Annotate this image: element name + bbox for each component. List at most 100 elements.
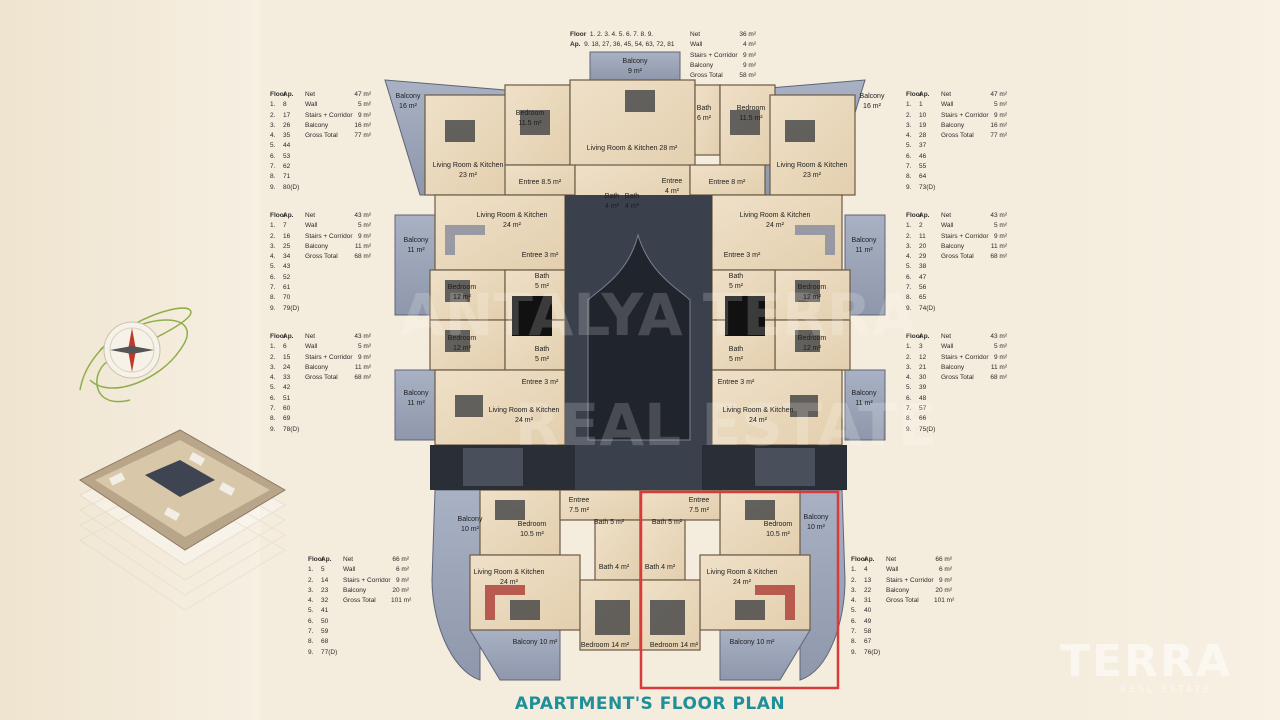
floor-number: 4. <box>906 253 912 261</box>
floor-header: Floor <box>851 556 868 563</box>
area-value: 5 m² <box>358 343 371 351</box>
room-entree-bl-area: 7.5 m² <box>569 507 590 514</box>
floor-number: 6. <box>270 394 276 402</box>
watermark-line-2: REAL ESTATE <box>515 391 937 459</box>
plan-title: APARTMENT'S FLOOR PLAN <box>514 694 786 714</box>
room-balcony-top: Balcony <box>623 58 648 65</box>
apartment-number: 78(D) <box>283 425 300 433</box>
ap-header: Ap. <box>864 556 875 563</box>
floor-number: 6. <box>270 273 276 281</box>
floor-header: Floor <box>270 91 287 98</box>
area-label: Wall <box>886 566 899 574</box>
area-label: Net <box>343 556 354 563</box>
floor-number: 1. <box>270 222 276 230</box>
area-value: 9 m² <box>743 61 756 69</box>
apartment-number: 71 <box>283 173 291 181</box>
area-label: Wall <box>941 222 954 230</box>
apartment-number: 1 <box>919 101 923 109</box>
room-bath-mr1: Bath <box>729 273 744 280</box>
floor-number: 1. <box>906 343 912 351</box>
floor-number: 4. <box>906 132 912 140</box>
area-value: 9 m² <box>396 576 409 584</box>
apartment-number: 12 <box>919 353 927 361</box>
room-living-tl-area: 23 m² <box>459 172 478 179</box>
apartment-number: 70 <box>283 294 291 302</box>
floor-number: 9. <box>270 425 276 433</box>
room-bath-top-l-area: 4 m² <box>605 203 620 210</box>
apartment-number: 25 <box>283 242 291 250</box>
area-label: Stairs + Corridor <box>690 51 738 59</box>
floor-number: 1. <box>906 222 912 230</box>
apartment-number: 47 <box>919 273 927 281</box>
floor-number: 9. <box>851 648 857 656</box>
room-living-tr-area: 23 m² <box>803 172 822 179</box>
floor-header: Floor <box>270 333 287 340</box>
floor-number: 4. <box>270 253 276 261</box>
area-value: 68 m² <box>354 374 371 382</box>
floor-number: 3. <box>308 586 314 594</box>
area-value: 9 m² <box>994 232 1007 240</box>
area-value: 36 m² <box>739 31 756 38</box>
room-bedroom-br: Bedroom <box>764 521 793 528</box>
floor-number: 7. <box>308 628 314 636</box>
area-value: 9 m² <box>358 353 371 361</box>
area-value: 43 m² <box>354 212 371 219</box>
apartment-number: 53 <box>283 152 291 160</box>
apartment-number: 13 <box>864 576 872 584</box>
apartment-number: 42 <box>283 384 291 392</box>
apartment-number: 64 <box>919 173 927 181</box>
area-value: 5 m² <box>994 101 1007 109</box>
area-value: 47 m² <box>990 91 1007 98</box>
floor-number: 8. <box>906 415 912 423</box>
apartment-number: 80(D) <box>283 183 300 191</box>
apartment-number: 5 <box>321 566 325 574</box>
floor-number: 9. <box>906 183 912 191</box>
floor-number: 1. <box>270 343 276 351</box>
floor-number: 6. <box>906 152 912 160</box>
area-label: Stairs + Corridor <box>941 353 989 361</box>
area-label: Balcony <box>305 242 329 250</box>
floor-number: 7. <box>851 628 857 636</box>
floor-number: 9. <box>270 304 276 312</box>
room-living-ml1-area: 24 m² <box>503 222 522 229</box>
ap-header: Ap. <box>321 556 332 563</box>
area-label: Stairs + Corridor <box>343 576 391 584</box>
room-living-ml1: Living Room & Kitchen <box>477 212 548 219</box>
area-label: Net <box>941 91 952 98</box>
area-value: 66 m² <box>935 556 952 563</box>
floor-number: 7. <box>270 284 276 292</box>
building-shell <box>384 51 886 681</box>
area-label: Wall <box>305 101 318 109</box>
area-value: 68 m² <box>990 253 1007 261</box>
room-living-bl: Living Room & Kitchen <box>474 569 545 576</box>
room-balcony-bl2: Balcony 10 m² <box>513 639 558 646</box>
apartment-number: 66 <box>919 415 927 423</box>
room-balcony-mr2-area: 11 m² <box>855 400 873 407</box>
area-label: Gross Total <box>941 253 974 261</box>
room-living-mr2-area: 24 m² <box>749 417 768 424</box>
apartment-number: 37 <box>919 142 927 150</box>
floor-number: 6. <box>906 394 912 402</box>
floor-number: 3. <box>270 242 276 250</box>
apartment-number: 21 <box>919 363 927 371</box>
area-label: Net <box>941 212 952 219</box>
room-bath-bl1: Bath 5 m² <box>594 519 625 526</box>
apartment-number: 50 <box>321 617 329 625</box>
floor-number: 4. <box>851 597 857 605</box>
area-label: Wall <box>941 101 954 109</box>
area-label: Net <box>886 556 897 563</box>
floor-number: 9. <box>308 648 314 656</box>
room-labels: Balcony 9 m² Balcony 16 m² Balcony 16 m²… <box>396 58 885 649</box>
area-value: 9 m² <box>743 51 756 59</box>
area-label: Gross Total <box>305 253 338 261</box>
floor-number: 3. <box>270 121 276 129</box>
floor-number: 6. <box>308 617 314 625</box>
area-label: Balcony <box>941 242 965 250</box>
area-value: 66 m² <box>392 556 409 563</box>
area-value: 43 m² <box>990 333 1007 340</box>
area-value: 16 m² <box>354 121 371 129</box>
area-value: 11 m² <box>990 363 1007 371</box>
floor-number: 2. <box>906 353 912 361</box>
area-value: 47 m² <box>354 91 371 98</box>
